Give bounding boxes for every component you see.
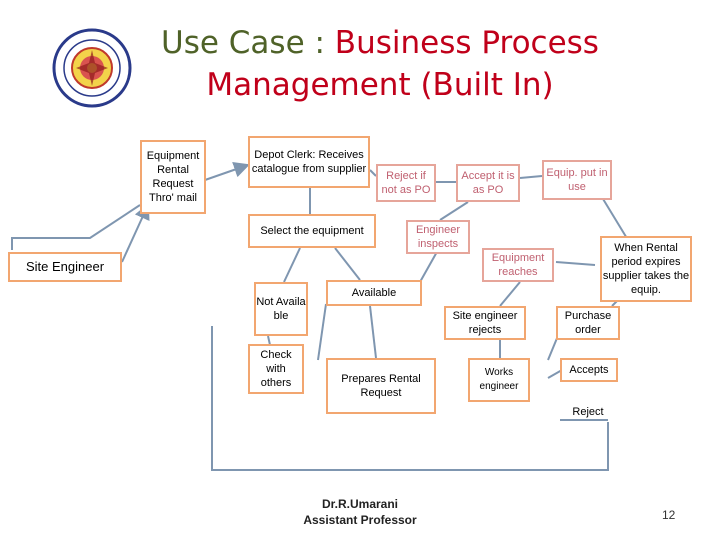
node-check-with-others: Check with others bbox=[248, 344, 304, 394]
node-works-engineer: Works engineer bbox=[468, 358, 530, 402]
page-number: 12 bbox=[662, 508, 676, 522]
presenter-name: Dr.R.Umarani bbox=[321, 497, 399, 511]
institute-logo bbox=[52, 28, 132, 108]
line-equip-to-rental bbox=[599, 193, 629, 241]
line-request-to-clerk bbox=[204, 162, 250, 181]
node-accept-if-po: Accept it is as PO bbox=[456, 164, 520, 202]
line-bottom-loop bbox=[211, 326, 609, 471]
line-available-to-engineer bbox=[419, 249, 439, 283]
line-accept-to-equip bbox=[519, 175, 543, 179]
title-part-business-process: Business Process bbox=[324, 25, 599, 61]
line-select-to-notavail bbox=[283, 247, 301, 283]
line-works-to-accepts bbox=[547, 369, 563, 379]
line-notavail-to-check bbox=[267, 335, 271, 346]
line-site-eng-to-request bbox=[121, 203, 150, 263]
node-rental-period-expires: When Rental period expires supplier take… bbox=[600, 236, 692, 302]
page-title: Use Case : Business Process Management (… bbox=[120, 22, 640, 106]
node-not-available: Not Availa ble bbox=[254, 282, 308, 336]
line-rental-to-reaches bbox=[555, 261, 596, 266]
title-line-2: Management (Built In) bbox=[206, 67, 554, 103]
node-purchase-order: Purchase order bbox=[556, 306, 620, 340]
node-depot-clerk: Depot Clerk: Receives catalogue from sup… bbox=[248, 136, 370, 188]
node-equipment-reaches: Equipment reaches bbox=[482, 248, 554, 282]
node-equipment-rental-request: Equipment Rental Request Thro' mail bbox=[140, 140, 206, 214]
line-select-to-available bbox=[334, 247, 361, 281]
presenter-role: Assistant Professor bbox=[303, 513, 417, 527]
node-select-equipment: Select the equipment bbox=[248, 214, 376, 248]
node-equip-put-in-use: Equip. put in use bbox=[542, 160, 612, 200]
line-available-to-prepare bbox=[369, 305, 377, 359]
node-prepares-rental-request: Prepares Rental Request bbox=[326, 358, 436, 414]
line-reaches-to-site-rejects bbox=[499, 281, 521, 307]
node-site-engineer: Site Engineer bbox=[8, 252, 122, 282]
title-part-use-case: Use Case : bbox=[161, 25, 325, 61]
node-reject: Reject bbox=[572, 406, 604, 418]
node-engineer-inspects: Engineer inspects bbox=[406, 220, 470, 254]
line-check-to-notavail bbox=[317, 303, 327, 361]
node-available: Available bbox=[326, 280, 422, 306]
node-site-engineer-rejects: Site engineer rejects bbox=[444, 306, 526, 340]
line-engineer-inspects-up bbox=[439, 201, 469, 221]
line-left-loop bbox=[11, 204, 141, 250]
node-accepts: Accepts bbox=[560, 358, 618, 382]
presenter-credit: Dr.R.Umarani Assistant Professor bbox=[290, 496, 430, 528]
line-clerk-to-reject bbox=[369, 169, 377, 177]
node-reject-if-not-po: Reject if not as PO bbox=[376, 164, 436, 202]
